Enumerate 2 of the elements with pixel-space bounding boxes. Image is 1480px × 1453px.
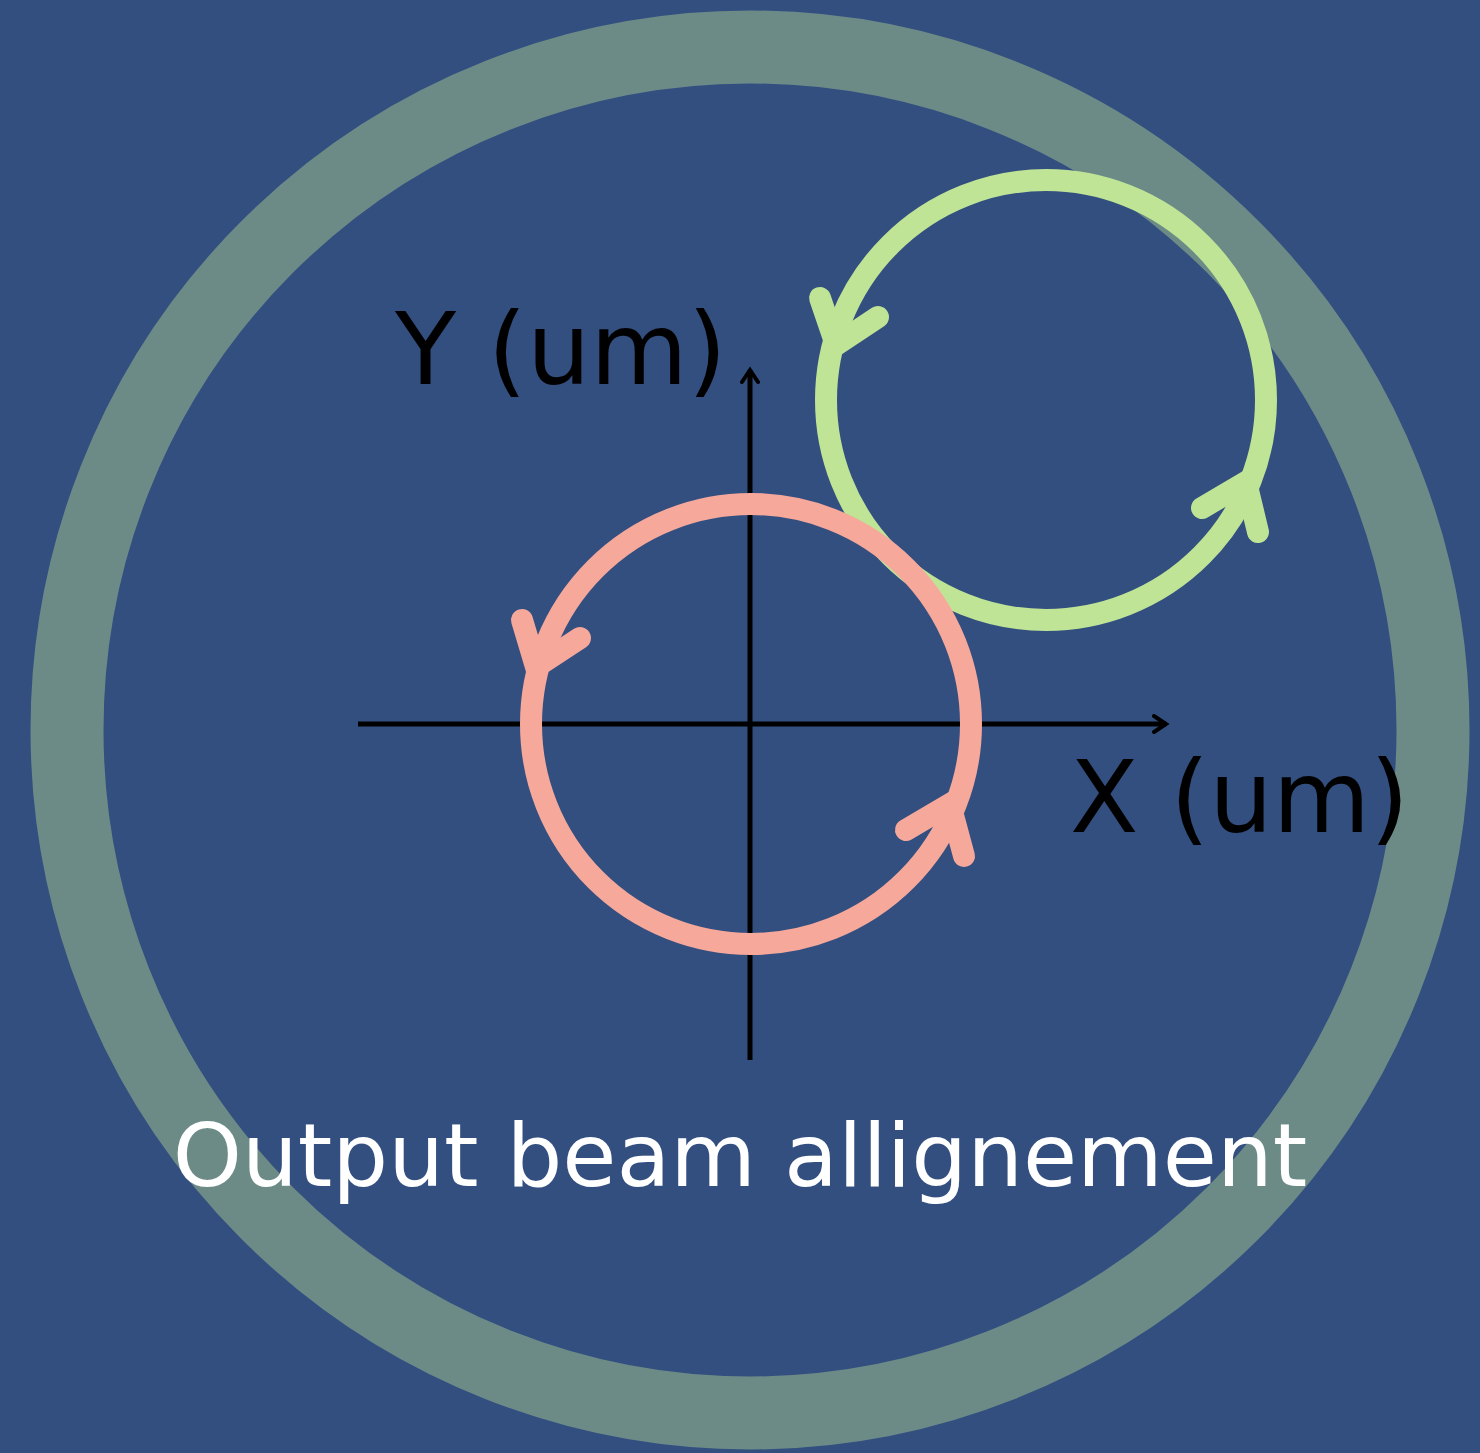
axis-label: X (um)	[1070, 748, 1410, 848]
axis-label: Y (um)	[395, 300, 727, 400]
